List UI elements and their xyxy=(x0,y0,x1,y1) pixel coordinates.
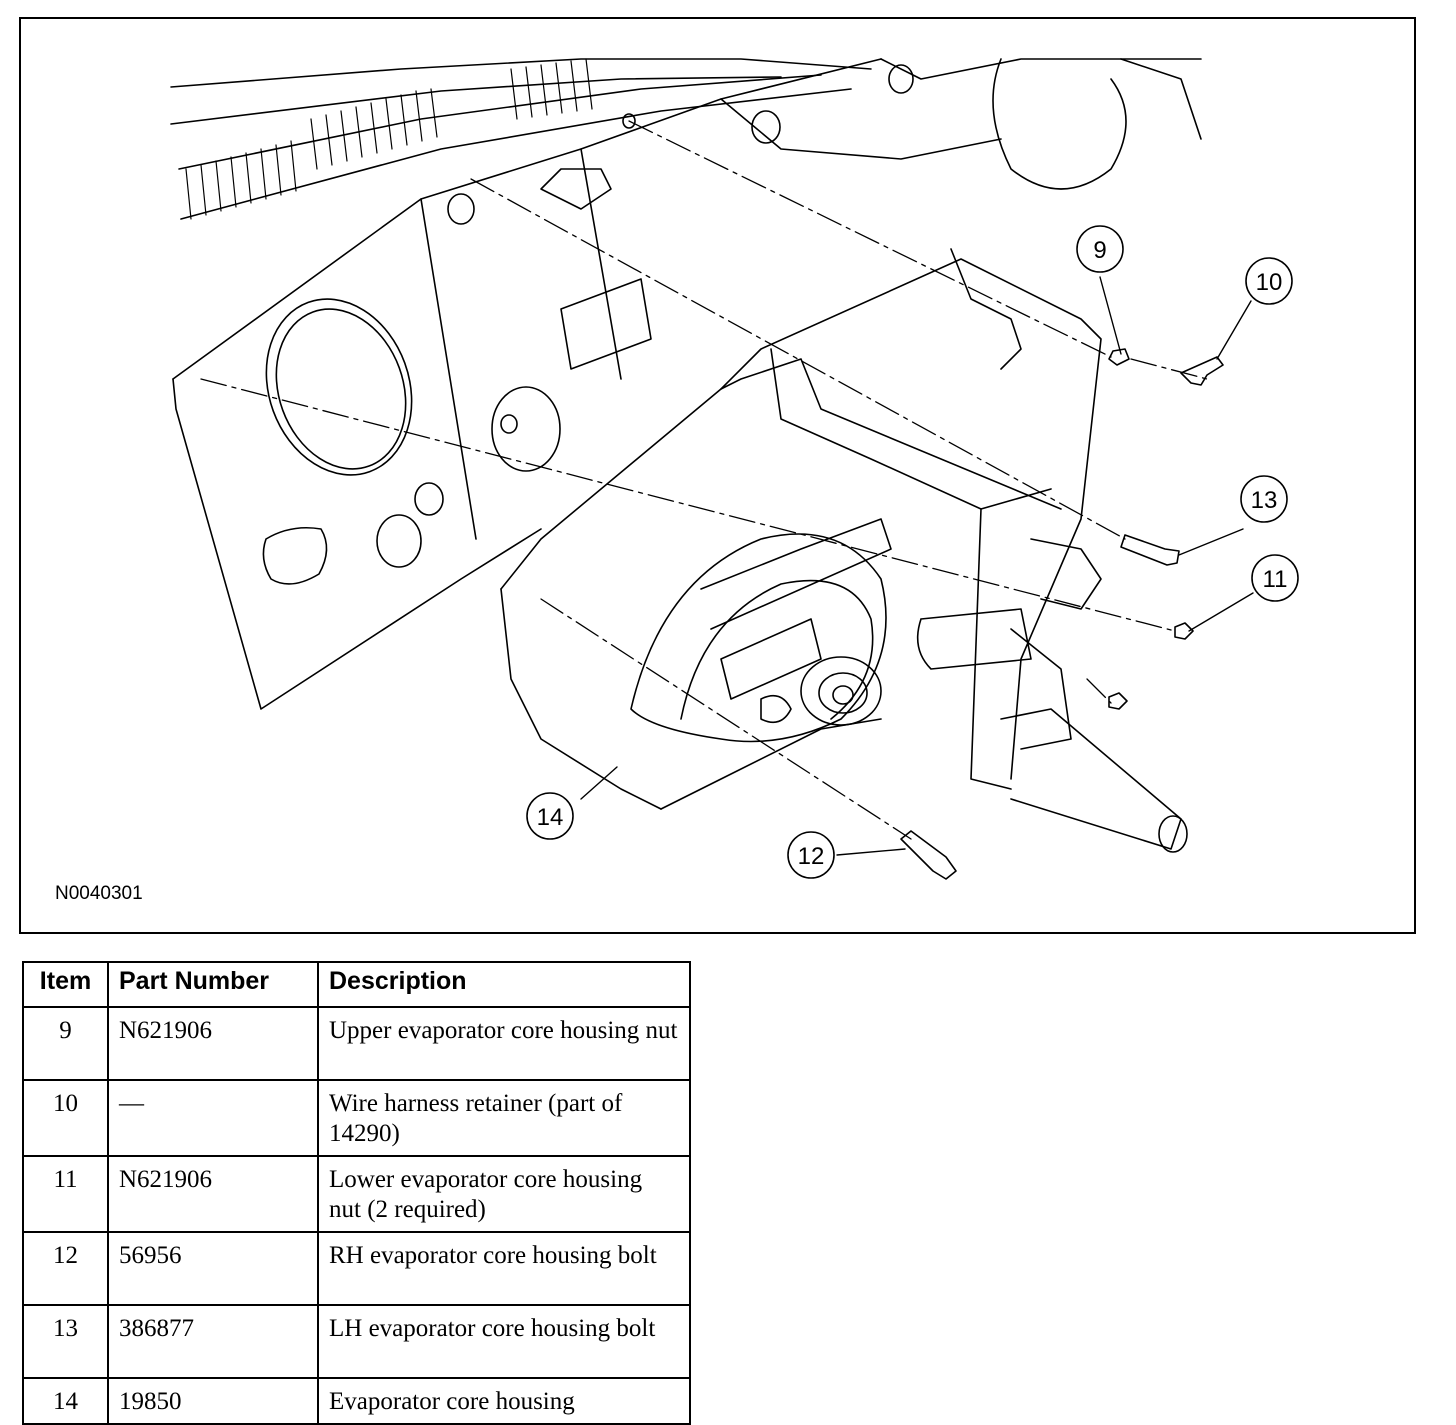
table-header-row: Item Part Number Description xyxy=(22,961,691,1008)
callout-11: 11 xyxy=(1251,554,1299,602)
table-row: 9 N621906 Upper evaporator core housing … xyxy=(22,1006,691,1081)
svg-text:11: 11 xyxy=(1263,566,1288,593)
cell-item: 11 xyxy=(22,1155,109,1233)
figure-code: N0040301 xyxy=(55,883,143,904)
header-description: Description xyxy=(317,961,691,1008)
parts-table: Item Part Number Description 9 N621906 U… xyxy=(22,961,691,1425)
svg-text:10: 10 xyxy=(1256,269,1283,296)
svg-text:14: 14 xyxy=(537,804,564,831)
table-row: 12 56956 RH evaporator core housing bolt xyxy=(22,1231,691,1306)
dash-panel-illustration xyxy=(172,58,1202,710)
table-row: 11 N621906 Lower evaporator core housing… xyxy=(22,1155,691,1233)
cell-part-number: 386877 xyxy=(107,1304,319,1379)
cell-item: 9 xyxy=(22,1006,109,1081)
header-item: Item xyxy=(22,961,109,1008)
cell-item: 14 xyxy=(22,1377,109,1425)
cell-description: Evaporator core housing xyxy=(317,1377,691,1425)
cell-description: Lower evaporator core housing nut (2 req… xyxy=(317,1155,691,1233)
assembly-lines xyxy=(200,120,1208,840)
header-part-number: Part Number xyxy=(107,961,319,1008)
evaporator-housing-illustration: 9 10 11 12 13 14 xyxy=(170,58,1299,880)
cell-item: 13 xyxy=(22,1304,109,1379)
svg-text:9: 9 xyxy=(1093,237,1106,264)
cell-description: Wire harness retainer (part of 14290) xyxy=(317,1079,691,1157)
cell-item: 12 xyxy=(22,1231,109,1306)
cell-part-number: 19850 xyxy=(107,1377,319,1425)
fasteners xyxy=(622,113,1224,880)
cell-part-number: N621906 xyxy=(107,1006,319,1081)
callout-10: 10 xyxy=(1245,257,1293,305)
callout-14: 14 xyxy=(526,792,574,840)
callout-12: 12 xyxy=(787,831,835,879)
table-row: 14 19850 Evaporator core housing xyxy=(22,1377,691,1425)
table-row: 10 — Wire harness retainer (part of 1429… xyxy=(22,1079,691,1157)
cell-description: RH evaporator core housing bolt xyxy=(317,1231,691,1306)
svg-text:13: 13 xyxy=(1251,487,1278,514)
cell-description: Upper evaporator core housing nut xyxy=(317,1006,691,1081)
cowl-fins-illustration xyxy=(170,58,872,220)
table-row: 13 386877 LH evaporator core housing bol… xyxy=(22,1304,691,1379)
cell-part-number: — xyxy=(107,1079,319,1157)
cell-item: 10 xyxy=(22,1079,109,1157)
evaporator-housing-body xyxy=(500,248,1188,853)
svg-text:12: 12 xyxy=(798,843,825,870)
callout-13: 13 xyxy=(1240,475,1288,523)
cell-part-number: N621906 xyxy=(107,1155,319,1233)
cell-part-number: 56956 xyxy=(107,1231,319,1306)
exploded-view-figure: 9 10 11 12 13 14 N0040301 xyxy=(19,17,1416,934)
callout-9: 9 xyxy=(1076,225,1124,273)
cell-description: LH evaporator core housing bolt xyxy=(317,1304,691,1379)
callout-leaders xyxy=(580,276,1254,856)
